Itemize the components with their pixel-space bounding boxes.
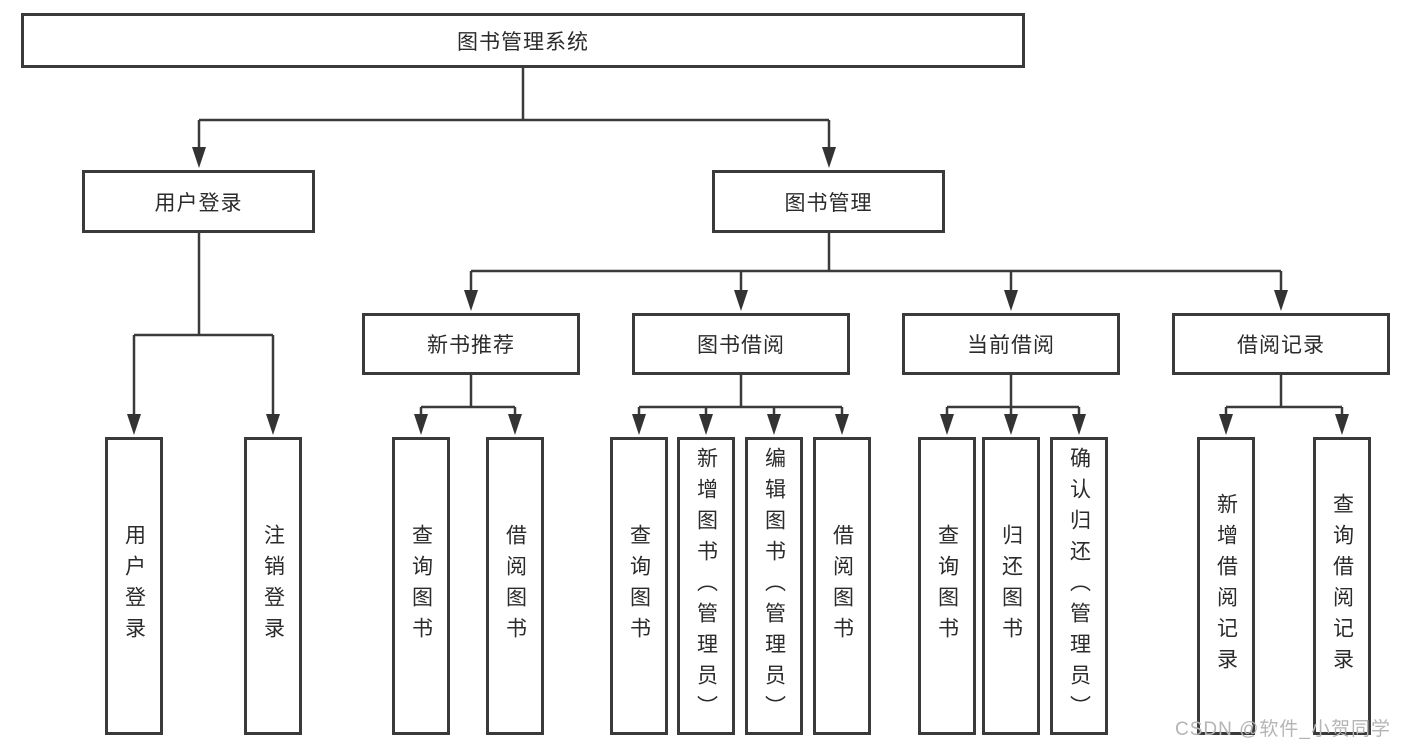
arrow-icon xyxy=(734,290,748,311)
connector-c2 xyxy=(637,375,844,417)
node-root: 图书管理系统 xyxy=(21,13,1025,68)
leaf-label: 查询借阅记录 xyxy=(1330,493,1354,679)
leaf-label: 确认归还（管理员） xyxy=(1067,446,1091,726)
arrow-icon xyxy=(1072,414,1086,435)
arrow-icon xyxy=(1219,414,1233,435)
node-book-borrow: 图书借阅 xyxy=(632,313,850,375)
connector-root xyxy=(197,68,831,150)
leaf-label: 用户登录 xyxy=(122,524,146,648)
leaf-query-book-3: 查询图书 xyxy=(918,437,976,735)
arrow-icon xyxy=(464,290,478,311)
connector-c3 xyxy=(945,375,1081,417)
arrow-icon xyxy=(767,414,781,435)
leaf-query-book-1: 查询图书 xyxy=(392,437,450,735)
leaf-label: 新增借阅记录 xyxy=(1214,493,1238,679)
leaf-logout: 注销登录 xyxy=(244,437,302,735)
node-new-book-recommend: 新书推荐 xyxy=(362,313,580,375)
arrow-icon xyxy=(940,414,954,435)
leaf-return-book: 归还图书 xyxy=(982,437,1040,735)
arrow-icon xyxy=(699,414,713,435)
leaf-label: 新增图书（管理员） xyxy=(694,446,718,726)
leaf-label: 查询图书 xyxy=(935,524,959,648)
arrow-icon xyxy=(822,147,836,168)
connector-login xyxy=(132,233,275,417)
arrow-icon xyxy=(1274,290,1288,311)
leaf-label: 查询图书 xyxy=(409,524,433,648)
leaf-add-borrow-record: 新增借阅记录 xyxy=(1197,437,1255,735)
leaf-query-borrow-record: 查询借阅记录 xyxy=(1313,437,1371,735)
connector-c4 xyxy=(1224,375,1344,417)
arrow-icon xyxy=(192,147,206,168)
leaf-confirm-return-admin: 确认归还（管理员） xyxy=(1050,437,1108,735)
arrow-icon xyxy=(1335,414,1349,435)
arrow-icon xyxy=(414,414,428,435)
connector-mgmt xyxy=(469,233,1283,293)
arrow-icon xyxy=(632,414,646,435)
leaf-label: 注销登录 xyxy=(261,524,285,648)
leaf-label: 查询图书 xyxy=(627,524,651,648)
leaf-borrow-book-1: 借阅图书 xyxy=(486,437,544,735)
leaf-borrow-book-2: 借阅图书 xyxy=(813,437,871,735)
leaf-label: 归还图书 xyxy=(999,524,1023,648)
arrow-icon xyxy=(127,414,141,435)
leaf-add-book-admin: 新增图书（管理员） xyxy=(677,437,735,735)
connector-c1 xyxy=(419,375,517,417)
leaf-label: 编辑图书（管理员） xyxy=(762,446,786,726)
arrow-icon xyxy=(1004,414,1018,435)
leaf-user-login: 用户登录 xyxy=(105,437,163,735)
node-current-borrow: 当前借阅 xyxy=(902,313,1120,375)
arrow-icon xyxy=(508,414,522,435)
arrow-icon xyxy=(266,414,280,435)
leaf-query-book-2: 查询图书 xyxy=(610,437,668,735)
arrow-icon xyxy=(835,414,849,435)
leaf-label: 借阅图书 xyxy=(830,524,854,648)
node-book-management: 图书管理 xyxy=(712,170,945,233)
arrow-icon xyxy=(1004,290,1018,311)
leaf-edit-book-admin: 编辑图书（管理员） xyxy=(745,437,803,735)
node-borrow-records: 借阅记录 xyxy=(1172,313,1390,375)
leaf-label: 借阅图书 xyxy=(503,524,527,648)
node-user-login: 用户登录 xyxy=(82,170,315,233)
csdn-watermark: CSDN @软件_小贺同学 xyxy=(1175,719,1391,740)
